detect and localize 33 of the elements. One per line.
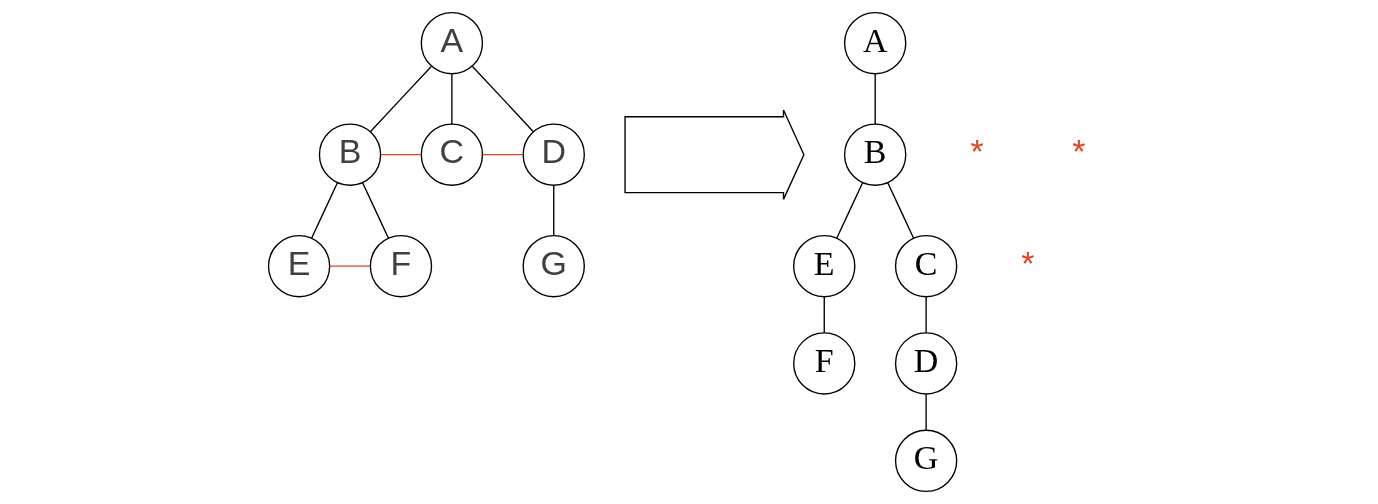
node-circle: F xyxy=(793,332,856,395)
connector xyxy=(874,73,876,125)
node-circle: F xyxy=(369,234,433,298)
node-circle: E xyxy=(267,234,331,298)
node-circle: C xyxy=(420,123,484,186)
connector xyxy=(925,393,927,431)
node-circle: B xyxy=(843,123,907,186)
connector xyxy=(369,65,432,133)
node-circle: G xyxy=(522,234,585,298)
label: * xyxy=(970,132,984,171)
connector xyxy=(553,184,555,237)
node-circle: C xyxy=(894,234,958,298)
node-circle: D xyxy=(522,123,585,186)
connector xyxy=(471,65,534,133)
node-circle: A xyxy=(843,11,907,75)
node-arrow xyxy=(624,109,805,201)
connector xyxy=(481,154,524,156)
node-circle: A xyxy=(420,11,484,75)
connector xyxy=(887,182,915,239)
node-circle: E xyxy=(793,234,856,298)
node-circle: D xyxy=(894,332,958,395)
connector xyxy=(823,296,825,334)
connector xyxy=(836,182,864,239)
label: * xyxy=(1072,132,1086,171)
label: * xyxy=(1021,243,1035,282)
connector xyxy=(925,296,927,334)
node-circle: B xyxy=(318,123,382,186)
connector xyxy=(451,73,453,125)
connector xyxy=(329,265,372,267)
connector xyxy=(380,154,422,156)
connector xyxy=(311,182,339,239)
connector xyxy=(361,182,389,239)
node-circle: G xyxy=(894,429,958,493)
